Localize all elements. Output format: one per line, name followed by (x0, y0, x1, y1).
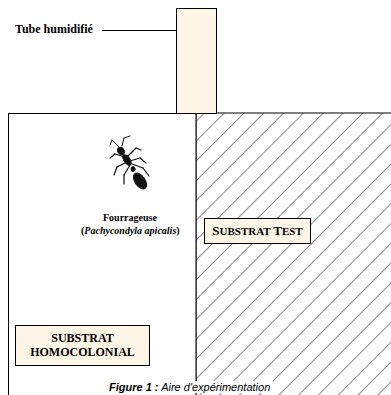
leader-line (102, 30, 176, 31)
homocolonial-substrate-box: SUBSTRAT HOMOCOLONIAL (15, 325, 150, 366)
forager-label: Fourrageuse (103, 212, 157, 223)
humid-tube (177, 9, 217, 114)
species-label: (Pachycondyla apicalis) (81, 225, 180, 236)
box-text: SUBSTRAT TEST (212, 223, 303, 239)
test-substrate-box: SUBSTRAT TEST (204, 218, 311, 244)
test-substrate-area (196, 113, 391, 395)
homocolonial-area (9, 114, 197, 395)
ant-icon (110, 136, 149, 191)
figure-caption: Figure 1 : Aire d'expérimentation (106, 381, 273, 393)
tube-label: Tube humidifié (15, 22, 93, 37)
box-text: SUBSTRAT HOMOCOLONIAL (22, 331, 143, 360)
